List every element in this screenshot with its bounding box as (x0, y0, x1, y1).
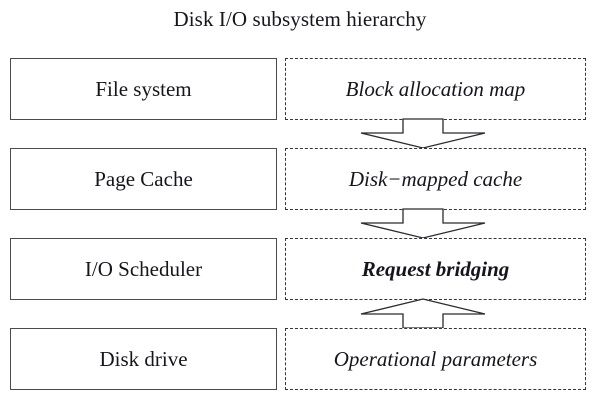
hierarchy-row: Page Cache Disk−mapped cache (10, 148, 586, 210)
component-box-file-system[interactable]: File system (10, 58, 277, 120)
arrow-down-shape (360, 208, 486, 239)
function-box-disk-mapped-cache[interactable]: Disk−mapped cache (285, 148, 586, 210)
connector-arrow-down (355, 208, 491, 239)
connector-arrow-down (355, 118, 491, 149)
function-label: Request bridging (361, 257, 510, 281)
component-box-io-scheduler[interactable]: I/O Scheduler (10, 238, 277, 300)
component-label: File system (95, 77, 192, 101)
function-box-block-allocation-map[interactable]: Block allocation map (285, 58, 586, 120)
component-label: I/O Scheduler (84, 257, 203, 281)
function-label: Operational parameters (333, 347, 538, 371)
connector-arrow-up (355, 298, 491, 329)
function-label: Disk−mapped cache (348, 167, 523, 191)
hierarchy-row: I/O Scheduler Request bridging (10, 238, 586, 300)
function-box-operational-parameters[interactable]: Operational parameters (285, 328, 586, 390)
component-box-disk-drive[interactable]: Disk drive (10, 328, 277, 390)
diagram-title: Disk I/O subsystem hierarchy (173, 7, 427, 31)
component-box-page-cache[interactable]: Page Cache (10, 148, 277, 210)
component-label: Page Cache (94, 167, 193, 191)
component-label: Disk drive (99, 347, 188, 371)
function-box-request-bridging[interactable]: Request bridging (285, 238, 586, 300)
arrow-up-shape (360, 298, 486, 329)
hierarchy-row: Disk drive Operational parameters (10, 328, 586, 390)
arrow-down-shape (360, 118, 486, 149)
hierarchy-row: File system Block allocation map (10, 58, 586, 120)
function-label: Block allocation map (345, 77, 526, 101)
